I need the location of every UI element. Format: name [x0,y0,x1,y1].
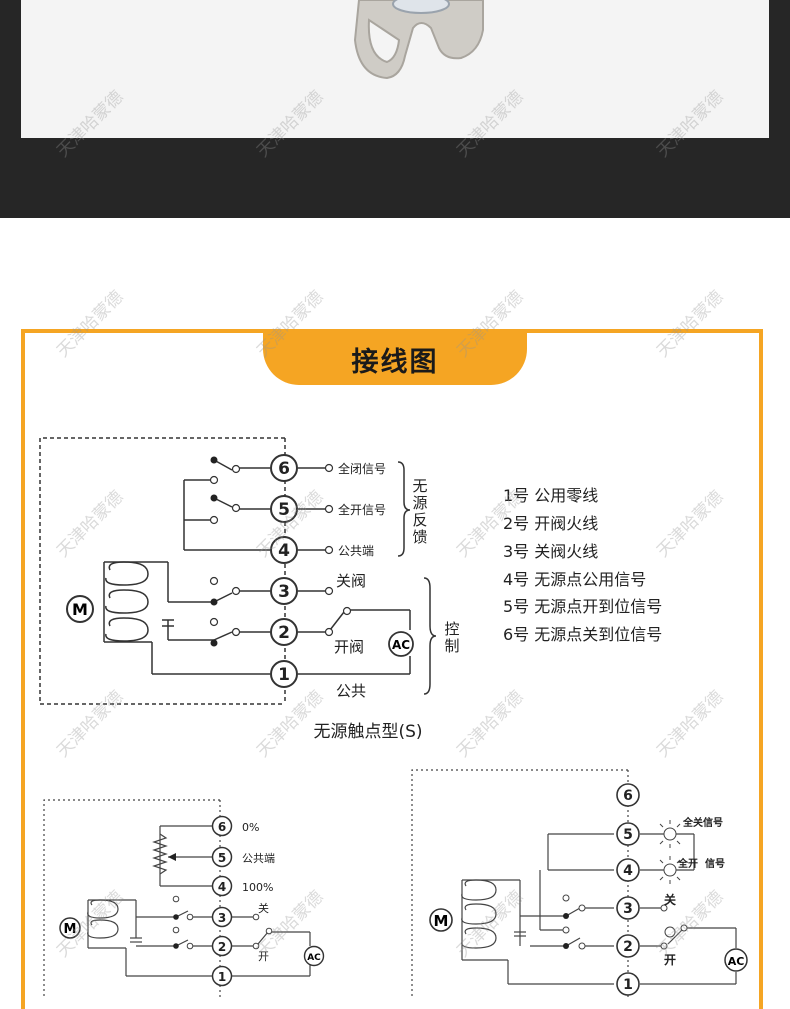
section-title: 接线图 [351,347,439,378]
svg-text:制: 制 [444,637,459,655]
lamp-terminal-1: 1 [623,977,633,993]
label-full-open-signal: 全开信号 [338,502,386,517]
label-common: 公共 [336,682,366,700]
lamp-label-close: 关 [664,892,676,907]
terminal-2: 2 [278,623,290,643]
lamp-terminal-6: 6 [623,788,633,804]
legend-item-6: 6号 无源点关到位信号 [503,625,662,644]
pot-motor-symbol: M [64,922,77,937]
lamp-label-full-close-signal: 全关信号 [682,816,723,829]
pot-label-100-percent: 100% [242,881,273,894]
pot-terminal-3: 3 [218,911,226,925]
lamp-terminal-5: 5 [623,827,633,843]
label-control: 控 制 [444,620,459,655]
pot-label-open: 开 [258,950,269,963]
label-passive-feedback: 无 源 反 馈 [412,477,427,546]
label-open-valve: 开阀 [334,638,364,656]
terminal-5: 5 [278,500,290,520]
label-close-valve: 关阀 [336,572,366,590]
pot-terminal-4: 4 [218,880,226,894]
pot-label-common: 公共端 [242,852,275,865]
svg-text:无: 无 [412,477,427,495]
svg-text:反: 反 [412,511,427,529]
terminal-3: 3 [278,582,290,602]
lamp-label-full-open: 全开 [677,857,698,870]
terminal-6: 6 [278,459,290,479]
pot-terminal-5: 5 [218,851,226,865]
svg-text:馈: 馈 [412,528,427,546]
legend-item-1: 1号 公用零线 [503,486,598,505]
pot-terminal-2: 2 [218,940,226,954]
lamp-label-open: 开 [664,953,676,967]
pot-terminal-1: 1 [218,970,226,984]
valve-fitting-image [353,0,484,80]
pot-terminal-6: 6 [218,820,226,834]
legend-item-5: 5号 无源点开到位信号 [503,597,662,616]
legend-item-3: 3号 关阀火线 [503,542,598,561]
legend-item-4: 4号 无源点公用信号 [503,570,646,589]
top-banner [0,0,790,218]
lamp-terminal-2: 2 [623,939,633,955]
terminal-4: 4 [278,541,290,561]
ac-source: AC [392,638,410,652]
lamp-terminal-3: 3 [623,901,633,917]
pot-label-0-percent: 0% [242,821,259,834]
diagram-caption: 无源触点型(S) [313,722,422,742]
lamp-label-signal: 信号 [705,857,725,870]
pot-label-close: 关 [258,901,269,915]
label-full-close-signal: 全闭信号 [338,461,386,476]
lamp-terminal-4: 4 [623,863,633,879]
pot-ac-source: AC [307,953,321,963]
legend-item-2: 2号 开阀火线 [503,514,598,533]
product-photo [21,0,769,138]
lamp-ac-source: AC [728,955,745,968]
label-common-terminal: 公共端 [338,544,374,558]
section-title-tab [263,329,527,385]
motor-symbol: M [72,600,88,619]
svg-text:控: 控 [444,620,459,638]
lamp-motor-symbol: M [434,912,449,930]
svg-text:源: 源 [412,494,427,512]
terminal-1: 1 [278,665,290,685]
